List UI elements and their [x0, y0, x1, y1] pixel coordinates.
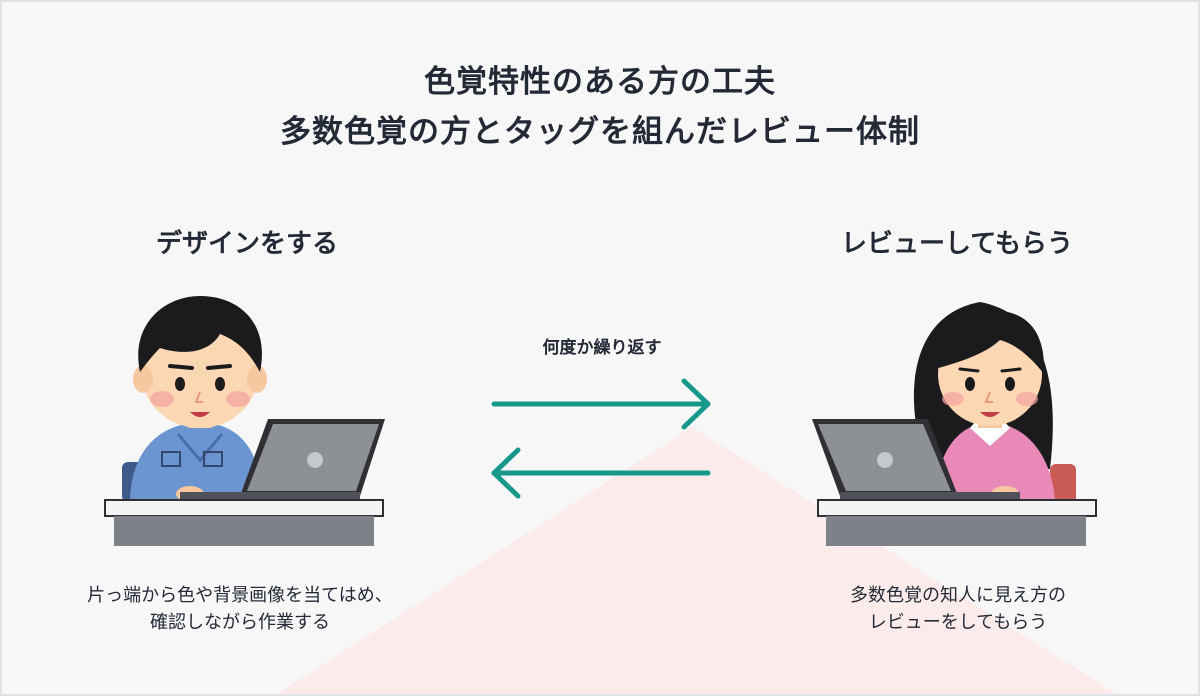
- man-at-laptop-illustration: [104, 296, 385, 546]
- repeat-label: 何度か繰り返す: [542, 338, 662, 358]
- woman-at-laptop-illustration: [812, 302, 1097, 546]
- title-line-2: 多数色覚の方とタッグを組んだレビュー体制: [280, 114, 920, 150]
- review-caption-line-1: 多数色覚の知人に見え方の: [850, 585, 1066, 606]
- review-heading: レビューしてもらう: [841, 229, 1073, 259]
- design-heading: デザインをする: [155, 229, 338, 259]
- design-caption-line-1: 片っ端から色や背景画像を当てはめ、: [87, 585, 393, 606]
- arrow-right-icon: [491, 378, 711, 430]
- title-line-1: 色覚特性のある方の工夫: [424, 64, 776, 100]
- review-caption-line-2: レビューをしてもらう: [868, 612, 1048, 633]
- design-caption-line-2: 確認しながら作業する: [150, 612, 330, 633]
- design-caption: 片っ端から色や背景画像を当てはめ、 確認しながら作業する: [30, 582, 450, 636]
- review-caption: 多数色覚の知人に見え方の レビューをしてもらう: [748, 582, 1168, 636]
- page-title: 色覚特性のある方の工夫 多数色覚の方とタッグを組んだレビュー体制: [2, 57, 1198, 157]
- arrow-left-icon: [491, 447, 711, 499]
- cycle-arrows: [491, 378, 711, 499]
